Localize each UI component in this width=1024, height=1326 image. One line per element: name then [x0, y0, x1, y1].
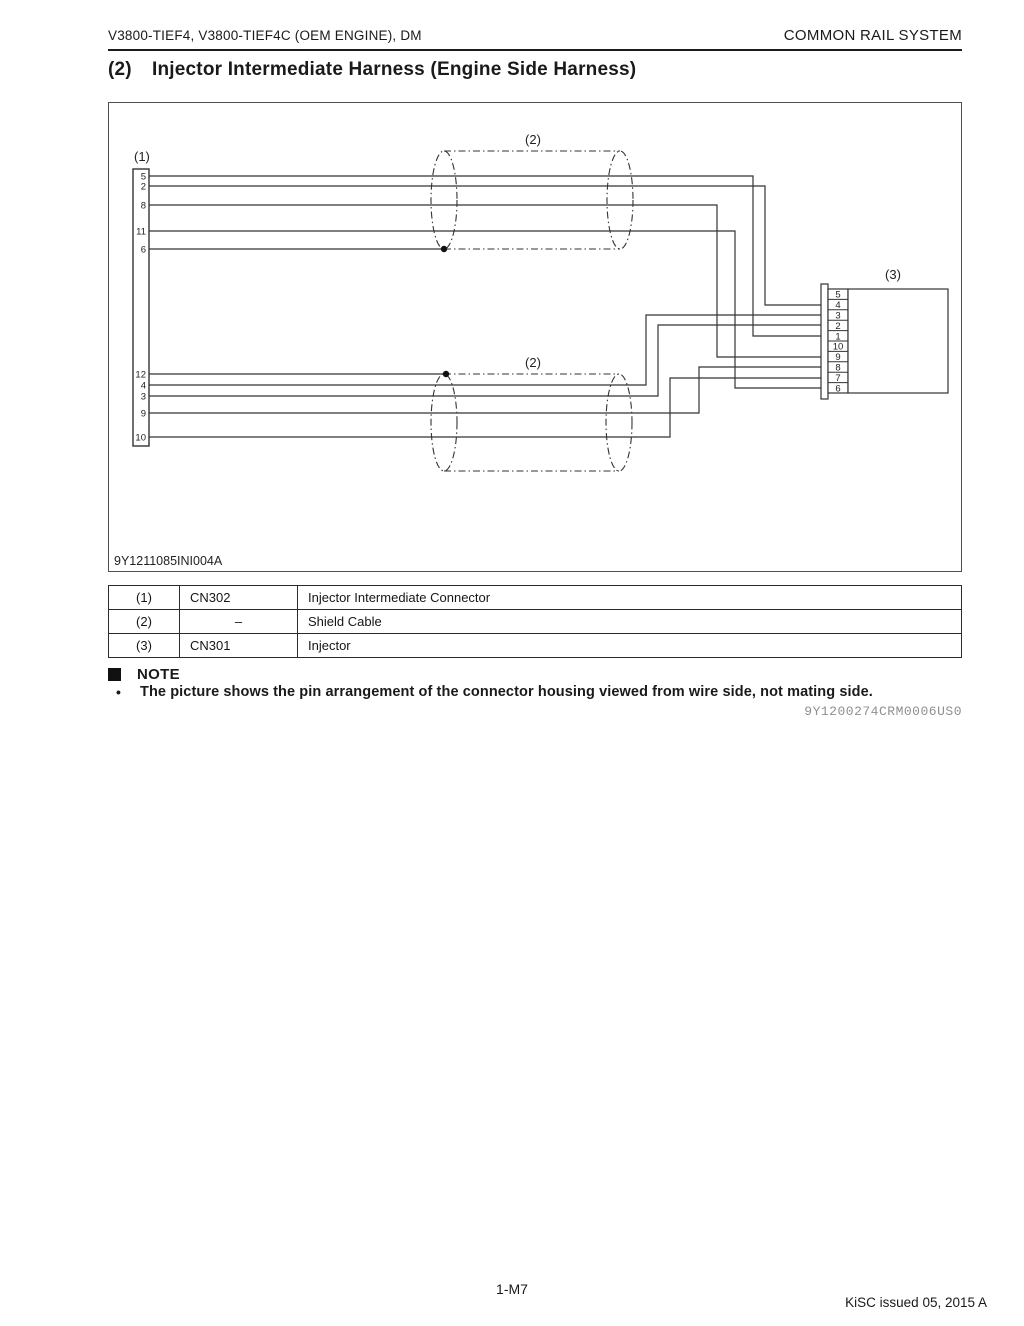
wire-3-to-2	[149, 324, 821, 397]
right-connector-pin-number: 1	[835, 331, 840, 342]
legend-code: CN302	[179, 585, 298, 610]
note-bullet-text: The picture shows the pin arrangement of…	[140, 684, 873, 700]
note-heading: NOTE	[108, 666, 180, 683]
wire-8-to-9	[149, 204, 821, 358]
right-connector-pin-number: 6	[835, 383, 840, 394]
left-connector-pin-number: 6	[141, 245, 146, 256]
footer-issue-text: KiSC issued 05, 2015 A	[845, 1295, 987, 1310]
legend-desc: Shield Cable	[297, 609, 962, 634]
right-connector-housing	[847, 288, 949, 394]
right-connector-pin-number: 8	[835, 363, 840, 374]
wire-5-to-1	[149, 175, 821, 337]
left-connector-pin-number: 5	[141, 172, 146, 183]
legend-desc: Injector	[297, 633, 962, 658]
note-square-icon	[108, 668, 121, 681]
footer-page-number: 1-M7	[496, 1281, 528, 1297]
legend-ref: (3)	[108, 633, 180, 658]
section-number: (2)	[108, 59, 132, 80]
right-connector-callout: (3)	[885, 267, 901, 282]
right-connector-pin-number: 10	[833, 342, 844, 353]
shield-junction-dot	[442, 370, 450, 378]
legend-ref: (2)	[108, 609, 180, 634]
section-title: (2) Injector Intermediate Harness (Engin…	[108, 59, 962, 81]
left-connector-callout: (1)	[134, 149, 150, 164]
section-title-text: Injector Intermediate Harness (Engine Si…	[152, 59, 637, 80]
right-connector-pin-number: 5	[835, 290, 840, 301]
left-connector-body	[132, 168, 150, 447]
left-connector-pin-number: 3	[141, 392, 146, 403]
legend-desc: Injector Intermediate Connector	[297, 585, 962, 610]
right-connector-pin-number: 4	[835, 300, 840, 311]
wire-11-to-6	[149, 230, 821, 389]
shield-cable-right-ellipse	[605, 373, 633, 472]
legend-code: CN301	[179, 633, 298, 658]
left-connector-pin-number: 11	[136, 227, 146, 238]
wire-4-to-3	[149, 314, 821, 386]
page-header: V3800-TIEF4, V3800-TIEF4C (OEM ENGINE), …	[108, 27, 962, 44]
legend-row: (2)–Shield Cable	[108, 609, 962, 634]
left-connector-pin-number: 8	[141, 201, 146, 212]
left-connector-pin-number: 12	[135, 370, 146, 381]
wire-9-to-8	[149, 366, 821, 414]
wire-10-to-7	[149, 377, 821, 438]
left-connector-pin-number: 10	[135, 433, 146, 444]
left-connector-pin-number: 2	[141, 182, 146, 193]
shield-cable-left-ellipse	[430, 150, 458, 250]
legend-code: –	[179, 609, 298, 634]
figure-caption-code: 9Y1211085INI004A	[114, 554, 223, 568]
legend-ref: (1)	[108, 585, 180, 610]
bullet-icon: •	[116, 684, 121, 700]
note-heading-label: NOTE	[137, 666, 180, 683]
header-section-text: COMMON RAIL SYSTEM	[783, 27, 962, 44]
shield-callout: (2)	[525, 132, 541, 147]
note-bullet-line: • The picture shows the pin arrangement …	[116, 684, 962, 700]
left-connector-pin-number: 4	[141, 381, 146, 392]
right-connector-pin-number: 3	[835, 311, 840, 322]
right-connector-pin-number: 9	[835, 352, 840, 363]
right-connector-bar	[820, 283, 829, 400]
shield-junction-dot	[440, 245, 448, 253]
shield-cable-right-ellipse	[606, 150, 634, 250]
shield-cable-left-ellipse	[430, 373, 458, 472]
shield-callout: (2)	[525, 355, 541, 370]
header-rule	[108, 49, 962, 51]
wire-2-to-4	[149, 185, 821, 306]
right-connector-pin-number: 2	[835, 321, 840, 332]
right-connector-pin-number: 7	[835, 373, 840, 384]
header-model-text: V3800-TIEF4, V3800-TIEF4C (OEM ENGINE), …	[108, 28, 422, 43]
note-ref-code: 9Y1200274CRM0006US0	[804, 704, 962, 719]
left-connector-pin-number: 9	[141, 409, 146, 420]
